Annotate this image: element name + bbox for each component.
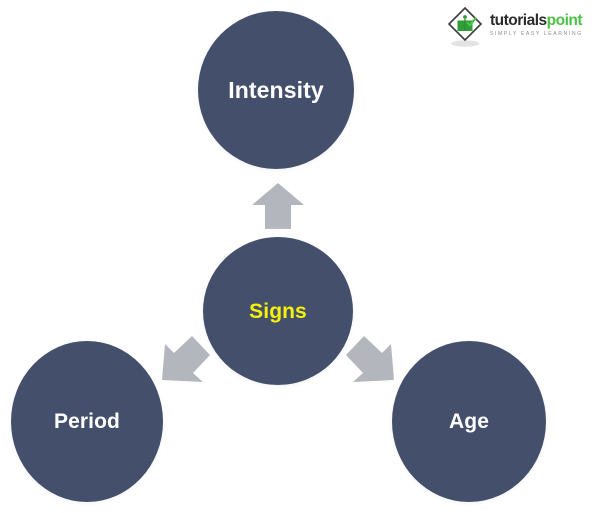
arrow-up-icon (252, 183, 304, 229)
arrow-down-left-icon (158, 334, 216, 392)
node-intensity-label: Intensity (228, 76, 324, 103)
node-age-label: Age (449, 410, 489, 433)
logo-tagline: SIMPLY EASY LEARNING (490, 30, 583, 37)
tutorialspoint-logo: tutorialspoint SIMPLY EASY LEARNING (444, 6, 592, 48)
node-period[interactable]: Period (11, 341, 163, 502)
node-signs-label: Signs (249, 299, 307, 323)
arrow-down-right-icon (340, 334, 398, 392)
logo-wordmark: tutorialspoint SIMPLY EASY LEARNING (490, 13, 592, 37)
logo-word-tutorials: tutorials (490, 12, 547, 29)
logo-word: tutorialspoint (490, 13, 592, 29)
node-age[interactable]: Age (392, 341, 546, 502)
node-signs-center[interactable]: Signs (203, 237, 353, 385)
logo-word-point: point (546, 12, 583, 29)
node-period-label: Period (54, 410, 120, 433)
node-intensity[interactable]: Intensity (198, 11, 354, 169)
logo-diamond-book-icon (444, 6, 486, 48)
